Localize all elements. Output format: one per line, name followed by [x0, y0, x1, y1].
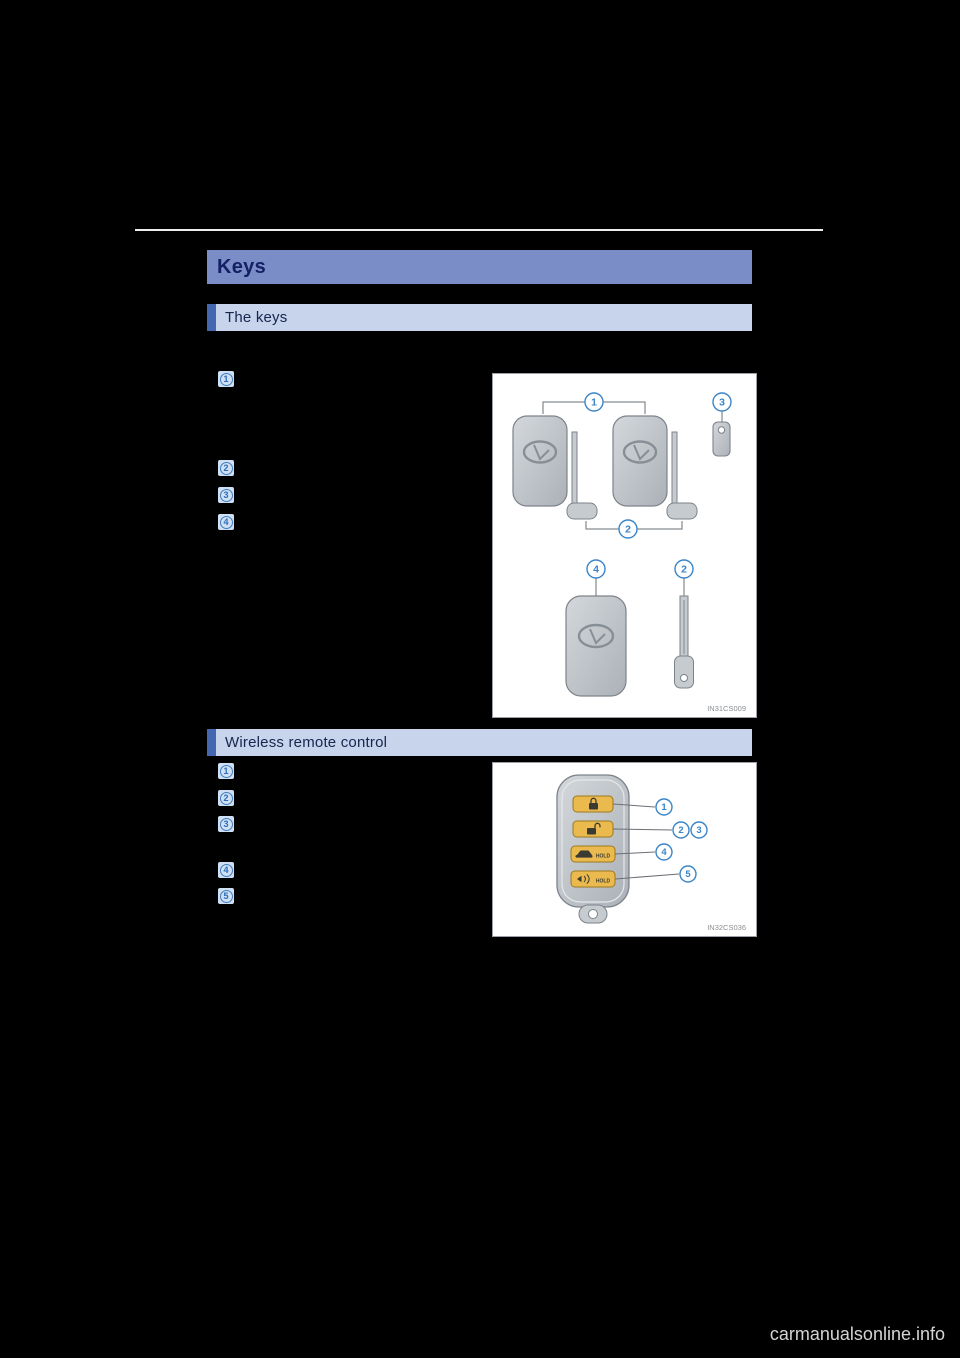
circled-number: 1	[219, 372, 233, 386]
site-watermark: carmanualsonline.info	[769, 1324, 945, 1344]
svg-text:2: 2	[681, 564, 687, 576]
lock-button	[572, 795, 614, 813]
circled-number: 5	[219, 889, 233, 903]
section-heading-wireless: Wireless remote control	[207, 729, 752, 756]
smart-key-left	[512, 415, 568, 507]
callout-badge-2: 2	[672, 821, 690, 839]
callout-badge-1: 1	[584, 392, 604, 412]
svg-text:1: 1	[661, 802, 667, 813]
circled-number: 1	[219, 764, 233, 778]
circled-number: 4	[219, 515, 233, 529]
svg-text:4: 4	[661, 847, 667, 858]
list-marker: 5	[218, 888, 234, 904]
remote-illustration: HOLD HOLD 1 2 3	[556, 774, 746, 932]
callout-badge-3: 3	[712, 392, 732, 412]
list-marker: 1	[218, 763, 234, 779]
svg-text:2: 2	[625, 524, 631, 536]
svg-text:5: 5	[685, 869, 691, 880]
figure-caption: IN32CS036	[707, 923, 746, 932]
hold-label: HOLD	[596, 879, 611, 885]
heading-accent-bar	[207, 729, 216, 756]
section-heading-text: Wireless remote control	[225, 734, 388, 751]
smart-key-right	[612, 415, 668, 507]
list-marker: 1	[218, 371, 234, 387]
unlock-button	[572, 820, 614, 838]
svg-text:1: 1	[591, 397, 597, 409]
circled-number: 3	[219, 817, 233, 831]
trunk-button: HOLD	[570, 845, 616, 863]
callout-badge-4: 4	[655, 843, 673, 861]
svg-text:3: 3	[696, 825, 701, 836]
svg-text:2: 2	[678, 825, 683, 836]
list-marker: 4	[218, 514, 234, 530]
circled-number: 4	[219, 863, 233, 877]
list-marker: 2	[218, 460, 234, 476]
callout-badge-2b: 2	[674, 559, 694, 579]
card-key	[712, 411, 731, 457]
figure-wireless-remote: HOLD HOLD 1 2 3	[492, 762, 757, 937]
smart-key-lower	[565, 578, 627, 697]
figure-caption: IN31CS009	[707, 704, 746, 713]
callout-badge-4: 4	[586, 559, 606, 579]
section-heading-the-keys: The keys	[207, 304, 752, 331]
callout-badge-1: 1	[655, 798, 673, 816]
figure-the-keys: 1 3 2 4 2 IN31CS009	[492, 373, 757, 718]
callout-lines	[612, 803, 680, 880]
heading-accent-bar	[207, 304, 216, 331]
svg-text:4: 4	[593, 564, 599, 576]
panic-button: HOLD	[570, 870, 616, 888]
list-marker: 2	[218, 790, 234, 806]
chapter-title: Keys	[217, 255, 267, 278]
mechanical-key-right	[666, 431, 698, 520]
keys-illustration: 1 3 2 4 2 IN31CS009	[512, 392, 746, 713]
circled-number: 2	[219, 461, 233, 475]
circled-number: 2	[219, 791, 233, 805]
list-marker: 3	[218, 487, 234, 503]
callout-badge-2: 2	[618, 519, 638, 539]
callout-badge-5: 5	[679, 865, 697, 883]
list-marker: 3	[218, 816, 234, 832]
page-top-divider	[135, 229, 823, 231]
list-marker: 4	[218, 862, 234, 878]
svg-text:3: 3	[719, 397, 725, 409]
hold-label: HOLD	[596, 854, 611, 860]
mechanical-key-lower	[674, 578, 694, 689]
chapter-banner: Keys	[207, 250, 752, 284]
callout-badge-3: 3	[690, 821, 708, 839]
circled-number: 3	[219, 488, 233, 502]
mechanical-key-left	[566, 431, 598, 520]
section-heading-text: The keys	[225, 309, 288, 326]
